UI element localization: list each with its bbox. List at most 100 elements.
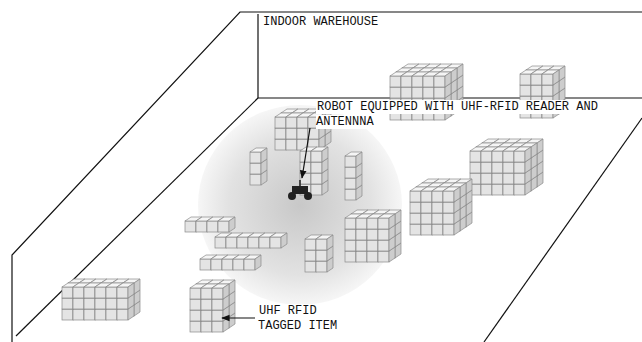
cube-front [95, 309, 106, 320]
cube-front [378, 240, 389, 251]
cube-front [305, 261, 316, 272]
cube-front [367, 251, 378, 262]
cube-front [421, 224, 432, 235]
cube-side [255, 255, 261, 270]
cube-front [432, 202, 443, 213]
cube-front [492, 151, 503, 162]
cube-front [201, 288, 212, 299]
cube-front [410, 191, 421, 202]
cube-front [514, 173, 525, 184]
tagged-cube [316, 235, 333, 250]
cube-front [270, 237, 281, 248]
cube-front [62, 309, 73, 320]
cube-front [106, 298, 117, 309]
cube-front [356, 240, 367, 251]
cube-side [559, 66, 565, 81]
cube-front [211, 259, 222, 270]
cube-front [481, 151, 492, 162]
cube-front [190, 321, 201, 332]
cube-front [481, 184, 492, 195]
cube-front [492, 184, 503, 195]
robot-leader [302, 128, 310, 178]
cube-side [229, 280, 235, 295]
tagged-cube [378, 214, 395, 229]
cube-front [286, 128, 297, 139]
cube-front [345, 229, 356, 240]
cube-front [106, 309, 117, 320]
cube-front [345, 251, 356, 262]
cube-front [432, 191, 443, 202]
cube-front [345, 178, 356, 189]
cube-front [200, 259, 211, 270]
cube-front [514, 184, 525, 195]
cube-side [445, 72, 451, 87]
cube-side [356, 152, 362, 167]
cube-front [316, 250, 327, 261]
cube-front [311, 173, 322, 184]
cube-front [212, 299, 223, 310]
cube-front [345, 218, 356, 229]
cube-side [537, 139, 543, 154]
cube-front [520, 74, 531, 85]
item-leader [222, 317, 255, 318]
tagged-cube [514, 147, 531, 162]
cube-front [297, 128, 308, 139]
cube-front [212, 288, 223, 299]
cube-front [503, 151, 514, 162]
cube-front [73, 309, 84, 320]
cube-front [196, 221, 207, 232]
cube-front [259, 237, 270, 248]
cube-side [327, 235, 333, 250]
robot-wheel [288, 192, 296, 200]
cube-front [222, 259, 233, 270]
cube-front [305, 250, 316, 261]
cube-front [503, 173, 514, 184]
cube-front [443, 213, 454, 224]
cube-front [201, 321, 212, 332]
robot-wheel [304, 192, 312, 200]
robot-label: ROBOT EQUIPPED WITH UHF-RFID READER AND … [316, 100, 616, 130]
cube-front [443, 202, 454, 213]
cube-front [212, 310, 223, 321]
cube-side [389, 214, 395, 229]
cube-front [190, 299, 201, 310]
cube-front [345, 156, 356, 167]
cube-front [248, 237, 259, 248]
cube-side [457, 64, 463, 79]
cube-front [356, 218, 367, 229]
cube-side [460, 183, 466, 198]
cube-front [73, 287, 84, 298]
cube-front [300, 173, 311, 184]
cube-front [201, 310, 212, 321]
cube-front [356, 229, 367, 240]
cube-front [514, 151, 525, 162]
tagged-cube [345, 152, 362, 167]
outer-wall-edge [12, 12, 642, 342]
cube-front [226, 237, 237, 248]
cube-front [345, 189, 356, 200]
cube-front [421, 191, 432, 202]
cube-front [84, 287, 95, 298]
floor-left-edge [16, 98, 258, 336]
tagged-cube [244, 255, 261, 270]
cube-front [311, 151, 322, 162]
cube-front [286, 117, 297, 128]
cube-front [412, 87, 423, 98]
tagged-cube [212, 284, 229, 299]
cube-front [297, 117, 308, 128]
tagged-cube [311, 147, 328, 162]
cube-front [423, 87, 434, 98]
cube-front [117, 309, 128, 320]
cube-front [244, 259, 255, 270]
cube-front [250, 174, 261, 185]
cube-front [62, 287, 73, 298]
cube-front [311, 184, 322, 195]
item-label: UHF RFID TAGGED ITEM [258, 304, 354, 334]
cube-front [443, 191, 454, 202]
floor-right-edge [484, 118, 642, 342]
cube-front [531, 85, 542, 96]
cube-side [229, 217, 235, 232]
cube-front [345, 167, 356, 178]
cube-side [128, 283, 134, 298]
